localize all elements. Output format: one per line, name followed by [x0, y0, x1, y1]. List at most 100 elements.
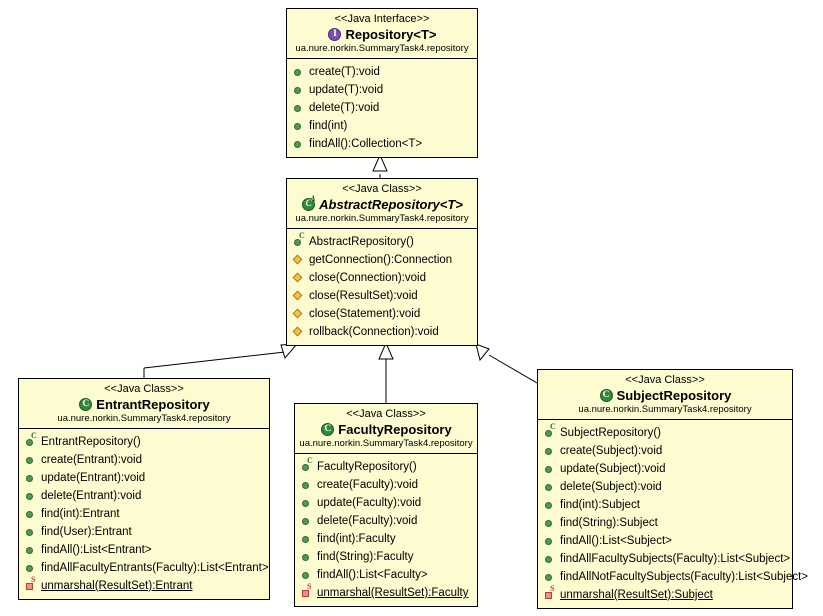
public-circle-icon — [544, 570, 555, 584]
member-row[interactable]: close(Statement):void — [287, 305, 477, 323]
abstract-badge: A — [310, 194, 316, 203]
generalization-line-segment — [143, 351, 286, 369]
visibility-glyph — [545, 556, 552, 563]
member-row[interactable]: find(String):Subject — [538, 514, 792, 532]
member-row[interactable]: find(int):Entrant — [19, 505, 269, 523]
member-row[interactable]: update(Faculty):void — [295, 494, 477, 512]
member-row[interactable]: findAll():Collection<T> — [287, 135, 477, 153]
member-row[interactable]: create(Entrant):void — [19, 451, 269, 469]
member-label: find(String):Faculty — [317, 551, 414, 563]
member-label: create(T):void — [309, 66, 380, 78]
hollow-triangle-arrowhead — [280, 343, 299, 360]
member-row[interactable]: find(int) — [287, 117, 477, 135]
package-label: ua.nure.norkin.SummaryTask4.repository — [57, 413, 231, 424]
member-label: delete(Subject):void — [560, 481, 662, 493]
member-label: unmarshal(ResultSet):Entrant — [41, 580, 193, 592]
member-row[interactable]: close(Connection):void — [287, 269, 477, 287]
visibility-glyph — [302, 482, 309, 489]
public-circle-icon — [293, 137, 304, 151]
member-row[interactable]: delete(Subject):void — [538, 478, 792, 496]
type-name-label: EntrantRepository — [96, 397, 210, 412]
member-row[interactable]: find(int):Faculty — [295, 530, 477, 548]
public-circle-icon — [544, 552, 555, 566]
member-row[interactable]: getConnection():Connection — [287, 251, 477, 269]
member-label: findAllNotFacultySubjects(Faculty):List<… — [560, 571, 808, 583]
member-row[interactable]: find(User):Entrant — [19, 523, 269, 541]
member-row[interactable]: create(T):void — [287, 63, 477, 81]
public-circle-icon — [293, 101, 304, 115]
visibility-glyph — [302, 464, 309, 471]
stereotype-label: <<Java Class>> — [342, 183, 422, 195]
member-label: find(int):Faculty — [317, 533, 396, 545]
member-label: find(int):Subject — [560, 499, 640, 511]
member-row[interactable]: update(Subject):void — [538, 460, 792, 478]
public-circle-icon — [544, 480, 555, 494]
hollow-triangle-arrowhead — [475, 343, 490, 362]
member-label: update(Faculty):void — [317, 497, 422, 509]
protected-diamond-icon — [292, 325, 304, 339]
member-row[interactable]: findAll():List<Entrant> — [19, 541, 269, 559]
class-icon: C — [599, 388, 614, 403]
member-label: findAll():List<Entrant> — [41, 544, 152, 556]
constructor-badge: C — [31, 431, 37, 440]
visibility-glyph — [292, 326, 303, 337]
member-row[interactable]: update(Entrant):void — [19, 469, 269, 487]
visibility-glyph — [302, 500, 309, 507]
package-label: ua.nure.norkin.SummaryTask4.repository — [295, 43, 469, 54]
member-label: find(String):Subject — [560, 517, 658, 529]
visibility-glyph — [302, 536, 309, 543]
member-row[interactable]: update(T):void — [287, 81, 477, 99]
public-circle-icon — [301, 496, 312, 510]
member-label: find(int) — [309, 120, 348, 132]
member-label: create(Subject):void — [560, 445, 663, 457]
visibility-glyph — [302, 590, 309, 597]
visibility-glyph — [302, 572, 309, 579]
member-row[interactable]: findAllNotFacultySubjects(Faculty):List<… — [538, 568, 808, 586]
member-label: close(Connection):void — [309, 272, 426, 284]
stereotype-label: <<Java Class>> — [625, 374, 705, 386]
connector-extend-subject-to-abstract — [475, 343, 538, 384]
member-row[interactable]: delete(Entrant):void — [19, 487, 269, 505]
generalization-line — [488, 354, 538, 384]
class-icon: C — [320, 422, 335, 437]
member-row[interactable]: create(Faculty):void — [295, 476, 477, 494]
member-row[interactable]: find(int):Subject — [538, 496, 792, 514]
visibility-glyph — [26, 511, 33, 518]
constructor-circle-icon: C — [544, 423, 556, 440]
member-row[interactable]: findAllFacultySubjects(Faculty):List<Sub… — [538, 550, 792, 568]
member-row[interactable]: close(ResultSet):void — [287, 287, 477, 305]
member-row[interactable]: findAllFacultyEntrants(Faculty):List<Ent… — [19, 559, 269, 577]
visibility-glyph — [294, 239, 301, 246]
visibility-glyph — [292, 254, 303, 265]
member-label: update(Subject):void — [560, 463, 666, 475]
visibility-glyph — [26, 547, 33, 554]
member-row[interactable]: findAll():List<Subject> — [538, 532, 792, 550]
member-row[interactable]: find(String):Faculty — [295, 548, 477, 566]
member-row[interactable]: delete(Faculty):void — [295, 512, 477, 530]
member-row[interactable]: rollback(Connection):void — [287, 323, 477, 341]
member-row[interactable]: findAll():List<Faculty> — [295, 566, 477, 584]
member-row[interactable]: delete(T):void — [287, 99, 477, 117]
public-circle-icon — [293, 65, 304, 79]
visibility-glyph — [292, 272, 303, 283]
member-row[interactable]: create(Subject):void — [538, 442, 792, 460]
